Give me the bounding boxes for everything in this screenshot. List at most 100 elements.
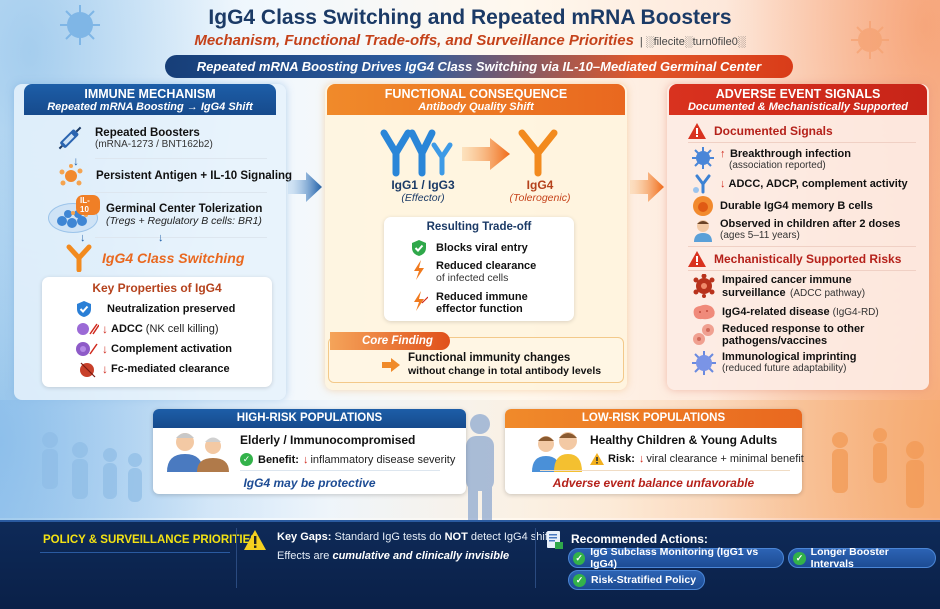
shield-check-icon	[77, 301, 91, 317]
shift-arrow-icon	[462, 138, 510, 170]
warning-icon	[688, 123, 706, 139]
step-label-highlight: IgG4 Class Switching	[102, 250, 245, 266]
shield-check-icon	[412, 240, 426, 256]
high-risk-populations-card: HIGH-RISK POPULATIONS	[153, 409, 466, 494]
arrow-right-icon	[382, 358, 400, 372]
tradeoff-detail: effector function	[436, 303, 523, 315]
gaps-text-2: detect IgG4 shift	[470, 531, 551, 543]
page-subtitle: Mechanism, Functional Trade-offs, and Su…	[0, 32, 940, 50]
gaps-not: NOT	[444, 531, 468, 543]
subtitle-text: Mechanism, Functional Trade-offs, and Su…	[194, 32, 634, 49]
clearance-icon	[80, 362, 96, 378]
risk-item: Immunological imprinting (reduced future…	[692, 351, 856, 375]
panel-title: IMMUNE MECHANISM	[84, 87, 216, 101]
item-label: ADCC, ADCP, complement activity	[728, 178, 908, 190]
up-arrow-icon: ↑	[720, 148, 726, 160]
down-arrow-icon: ↓	[102, 322, 108, 336]
risk-label: Reduced response to other	[722, 323, 865, 335]
check-icon: ✓	[793, 551, 806, 565]
risk-label-cont: pathogens/vaccines	[722, 335, 828, 347]
igg4-antibody-icon	[518, 129, 558, 177]
step-detail: (Tregs + Regulatory B cells: BR1)	[106, 215, 262, 227]
mechanistic-risks-heading: Mechanistically Supported Risks	[688, 251, 901, 267]
down-arrow-icon: ↓	[720, 178, 726, 190]
item-label: Observed in children after 2 doses	[720, 218, 901, 230]
to-role: (Tolerogenic)	[509, 192, 571, 204]
panel-header: IMMUNE MECHANISM Repeated mRNA Boosting …	[24, 84, 276, 115]
property-item: ↓ ADCC (NK cell killing)	[75, 320, 219, 338]
item-label: Breakthrough infection	[729, 148, 851, 160]
population-group: Healthy Children & Young Adults	[590, 433, 778, 447]
risk-detail: (IgG4-RD)	[832, 306, 879, 318]
antibody-icon	[66, 244, 92, 272]
down-arrow-icon: ↓	[302, 453, 309, 466]
low-risk-populations-card: LOW-RISK POPULATIONS	[505, 409, 802, 494]
effects-emphasis: cumulative and clinically invisible	[332, 550, 510, 562]
virus-blue-icon	[692, 351, 716, 375]
action-chip-risk-stratified: ✓Risk-Stratified Policy	[568, 570, 706, 590]
citation: | ░filecite░turn0file0░	[639, 36, 746, 48]
item-detail: (ages 5–11 years)	[720, 230, 800, 241]
panel-title: FUNCTIONAL CONSEQUENCE	[384, 87, 568, 101]
complement-icon	[76, 342, 98, 356]
step-label: Repeated Boosters	[95, 126, 200, 139]
action-label: Risk-Stratified Policy	[591, 574, 697, 586]
note-key: Risk:	[608, 453, 635, 465]
divider	[688, 270, 916, 271]
core-line1: Functional immunity changes	[408, 352, 571, 364]
step-persistent-antigen: Persistent Antigen + IL-10 Signaling	[58, 164, 292, 188]
note-text: inflammatory disease severity	[310, 453, 456, 466]
core-finding-statement: Functional immunity changes without chan…	[382, 352, 601, 378]
down-arrow-icon: ↓	[102, 342, 108, 356]
down-arrow-icon: ↓	[158, 232, 164, 244]
tradeoff-label: Reduced clearance	[436, 260, 537, 272]
divider	[95, 192, 267, 193]
divider	[236, 528, 237, 588]
check-icon: ✓	[240, 453, 253, 466]
igg4-label: IgG4 (Tolerogenic)	[500, 178, 580, 204]
to-label: IgG4	[526, 178, 554, 192]
documented-signals-heading: Documented Signals	[688, 123, 833, 139]
actions-row-1: ✓IgG Subclass Monitoring (IgG1 vs IgG4) …	[568, 546, 940, 570]
step-label: Persistent Antigen + IL-10 Signaling	[96, 170, 293, 182]
tradeoff-label: Blocks viral entry	[436, 242, 528, 254]
down-arrow-icon: ↓	[80, 232, 86, 244]
property-detail: (NK cell killing)	[145, 323, 219, 335]
risk-label: Immunological imprinting	[722, 351, 857, 363]
step-repeated-boosters: Repeated Boosters (mRNA-1273 / BNT162b2)	[55, 124, 213, 152]
core-line2: without change in total antibody levels	[408, 365, 602, 377]
population-note: Risk: ↓ viral clearance + minimal benefi…	[590, 453, 804, 465]
crowd-silhouette-icon	[832, 428, 924, 508]
panel-subtitle: Documented & Mechanistically Supported	[687, 101, 909, 113]
step-germinal-center: IL-10 Germinal Center Tolerization (Treg…	[48, 195, 262, 235]
organ-icon	[693, 304, 715, 320]
check-icon: ✓	[573, 551, 586, 565]
section-title: Mechanistically Supported Risks	[714, 252, 902, 266]
panel-subtitle: Antibody Quality Shift	[418, 101, 534, 113]
flow-arrow-icon	[288, 172, 322, 202]
panel-subtitle: Repeated mRNA Boosting → IgG4 Shift	[47, 101, 253, 113]
from-role: (Effector)	[401, 192, 445, 204]
down-arrow-icon: ↓	[638, 453, 645, 465]
divider	[240, 470, 440, 471]
tradeoff-detail: of infected cells	[436, 272, 509, 284]
population-conclusion: Adverse event balance unfavorable	[552, 476, 755, 490]
divider	[540, 470, 790, 471]
syringe-icon	[58, 126, 82, 150]
item-label: Durable IgG4 memory B cells	[720, 200, 873, 212]
actions-row-2: ✓Risk-Stratified Policy	[568, 570, 709, 590]
action-label: Longer Booster Intervals	[810, 546, 889, 570]
card-title: LOW-RISK POPULATIONS	[505, 409, 802, 428]
germinal-center-icon: IL-10	[48, 195, 100, 235]
effects-prefix: Effects are	[277, 550, 330, 562]
risk-item: Impaired cancer immune surveillance (ADC…	[692, 274, 865, 300]
action-chip-igg-monitoring: ✓IgG Subclass Monitoring (IgG1 vs IgG4)	[568, 546, 785, 570]
step-label: Germinal Center Tolerization	[106, 203, 263, 215]
risk-item: Reduced response to other pathogens/vacc…	[692, 323, 864, 347]
policy-title: POLICY & SURVEILLANCE PRIORITIES	[43, 534, 258, 546]
virus-icon	[692, 147, 714, 169]
warning-icon	[688, 251, 706, 267]
child-icon	[694, 220, 712, 242]
tradeoff-item: Blocks viral entry	[410, 239, 528, 257]
property-item: Neutralization preserved	[75, 300, 235, 318]
